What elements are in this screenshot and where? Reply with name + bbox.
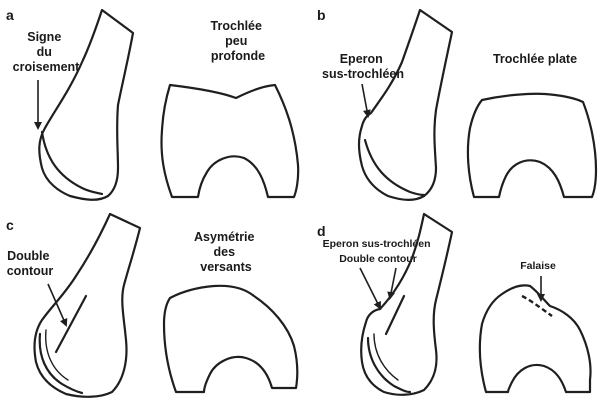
panel-d-dashed-contour <box>522 296 552 316</box>
panel-b-left-arrow <box>362 84 368 116</box>
panel-d-letter: d <box>317 223 326 239</box>
panel-b-left-label: Eperon sus-trochléen <box>322 52 404 81</box>
panel-a: a Signe du croisement Trochlée peu profo… <box>6 7 298 200</box>
panel-c: c Double contour Asymétrie des versants <box>6 214 297 397</box>
panel-c-left-arrow <box>48 284 66 325</box>
panel-c-letter: c <box>6 217 14 233</box>
panel-d-contour-inner <box>386 296 404 334</box>
panel-b-right-label: Trochlée plate <box>493 52 577 66</box>
panel-b: b Eperon sus-trochléen Trochlée plate <box>317 7 596 200</box>
panel-b-letter: b <box>317 7 326 23</box>
panel-c-left-label: Double contour <box>7 249 54 278</box>
panel-c-contour-inner <box>56 296 86 352</box>
panel-a-letter: a <box>6 7 14 23</box>
panel-d-contour-b <box>374 334 398 380</box>
panel-a-trochlea-axial <box>161 85 298 197</box>
panel-c-right-label: Asymétrie des versants <box>194 230 258 274</box>
panel-d-contour-a <box>368 338 410 392</box>
panel-a-left-label: Signe du croisement <box>13 30 81 74</box>
panel-c-femur-lateral <box>34 214 140 397</box>
panel-a-right-label: Trochlée peu profonde <box>211 19 266 63</box>
panel-c-trochlea-axial <box>164 286 297 392</box>
panel-d-trochlea-axial <box>480 285 591 392</box>
panel-d: d Eperon sus-trochléen Double contour Fa… <box>317 214 591 395</box>
panel-d-right-label: Falaise <box>520 260 556 272</box>
panel-d-spur-arrow <box>360 268 380 308</box>
panel-b-trochlea-axial <box>468 94 596 197</box>
panel-b-femur-lateral <box>359 10 452 200</box>
